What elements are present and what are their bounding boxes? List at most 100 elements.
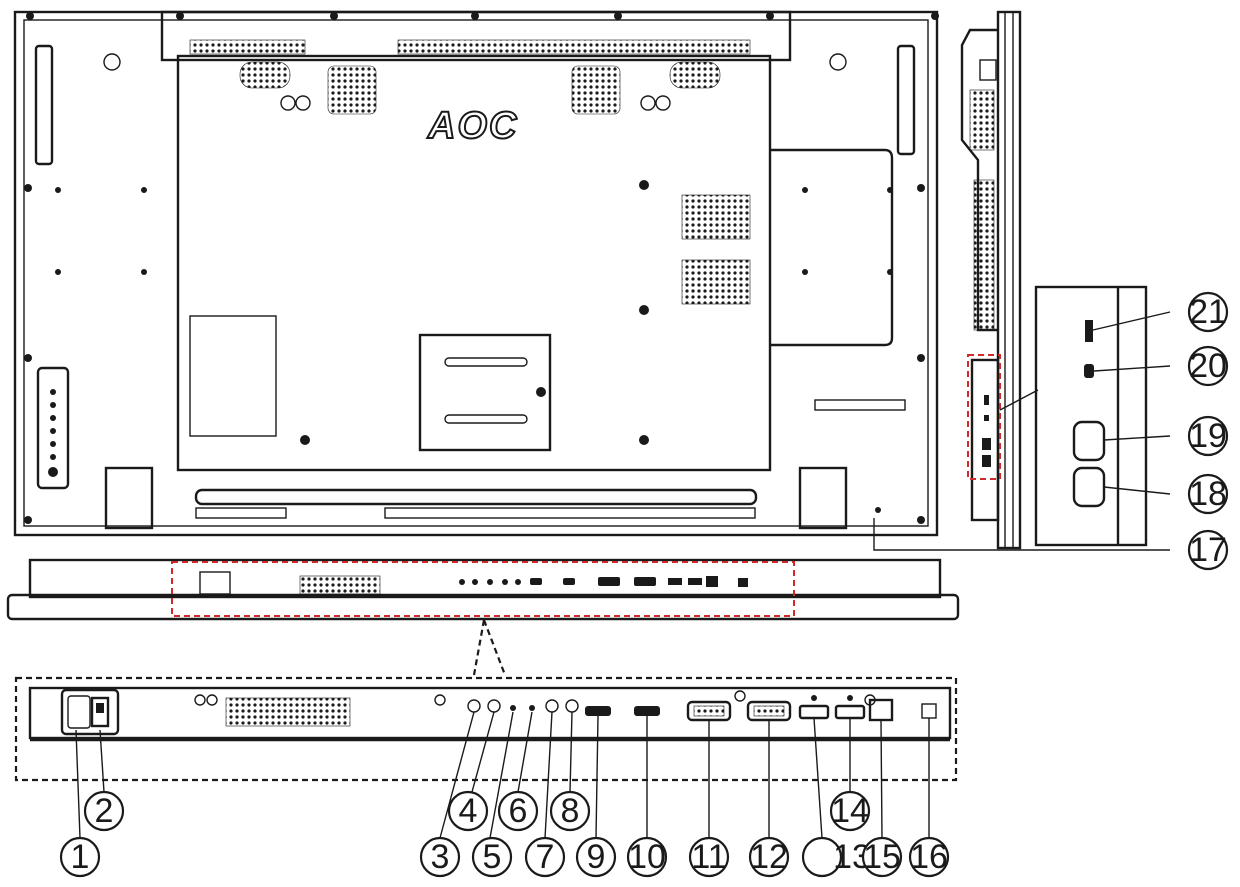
callout-11-label: 11 xyxy=(691,838,726,876)
side-latch xyxy=(979,59,997,81)
callout-3: 3 xyxy=(419,836,461,878)
side-io-highlight xyxy=(967,354,1001,480)
callout-7: 7 xyxy=(524,836,566,878)
callout-10: 10 xyxy=(626,836,668,878)
bottom-power-inlet xyxy=(199,571,231,595)
rear-inner-frame xyxy=(23,19,929,527)
dvi-pins xyxy=(693,705,725,717)
side-vent xyxy=(973,179,995,331)
side-io-ports-small xyxy=(982,395,991,467)
label-plate-left xyxy=(189,315,277,437)
edge-screws xyxy=(24,184,925,524)
brand-logo: AOC xyxy=(427,105,518,147)
dp-in-led xyxy=(811,695,817,701)
callout-11: 11 xyxy=(688,836,730,878)
callout-16: 16 xyxy=(908,836,950,878)
callout-5: 5 xyxy=(471,836,513,878)
callout-6: 6 xyxy=(497,790,539,832)
callout-14-label: 14 xyxy=(831,792,869,830)
callout-2: 2 xyxy=(83,790,125,832)
side-bezel-inner xyxy=(1004,11,1014,549)
callout-2-label: 2 xyxy=(95,792,114,830)
side-profile xyxy=(960,10,1148,550)
io-panel-highlight xyxy=(171,561,795,617)
leader-lines xyxy=(75,311,1171,839)
left-mount-hole xyxy=(103,53,121,71)
side-bezel xyxy=(996,10,1022,550)
callout-7-label: 7 xyxy=(536,838,555,876)
vent-grille-2 xyxy=(681,259,751,305)
top-vent-left xyxy=(189,39,306,55)
bottom-rail-3 xyxy=(195,507,287,519)
handle-bracket xyxy=(770,148,894,347)
top-screws xyxy=(26,12,939,20)
power-switch-rocker xyxy=(96,703,104,713)
io-zoom-frame xyxy=(14,676,958,782)
callout-6-label: 6 xyxy=(509,792,528,830)
keypad-buttons xyxy=(48,389,58,477)
callout-12: 12 xyxy=(748,836,790,878)
bottom-view xyxy=(6,558,960,676)
callout-16-label: 16 xyxy=(910,838,948,876)
callout-8-label: 8 xyxy=(561,792,580,830)
callout-9: 9 xyxy=(575,836,617,878)
vesa-slot-2 xyxy=(444,414,528,424)
callout-17: 17 xyxy=(1187,529,1229,571)
vent-right-knobs xyxy=(669,61,721,89)
audio-jacks xyxy=(467,699,579,713)
chassis-screws xyxy=(280,95,671,445)
displayport-in xyxy=(798,704,830,720)
side-io-zoom xyxy=(1034,285,1148,547)
callout-14: 14 xyxy=(829,790,871,832)
right-rail xyxy=(814,399,906,411)
hdmi-port-1 xyxy=(585,706,611,716)
displayport-out xyxy=(834,704,866,720)
callout-15-label: 15 xyxy=(863,838,901,876)
callout-10-label: 10 xyxy=(628,838,666,876)
port-usb-a-top xyxy=(1072,420,1106,462)
hdmi-port-2 xyxy=(634,706,660,716)
ac-inlet-socket xyxy=(67,695,91,729)
callout-1: 1 xyxy=(59,836,101,878)
top-vent-right xyxy=(397,39,751,55)
top-rail xyxy=(160,10,792,62)
ac-inlet xyxy=(60,688,120,736)
io-panel-body xyxy=(28,686,952,740)
vesa-plate xyxy=(418,333,552,452)
port-sd-slot xyxy=(1085,320,1093,342)
callout-21-label: 21 xyxy=(1189,293,1227,331)
vesa-slot-1 xyxy=(444,357,528,367)
left-handle xyxy=(34,44,54,166)
callout-1-label: 1 xyxy=(71,838,90,876)
vent-grille-1 xyxy=(681,194,751,240)
zoom-line-1 xyxy=(999,389,1039,411)
speaker-grille-1 xyxy=(327,65,377,115)
bottom-chassis xyxy=(28,558,942,599)
callout-19-label: 19 xyxy=(1189,417,1227,455)
side-io-body xyxy=(970,358,1000,522)
right-mount-hole xyxy=(829,53,847,71)
io-vent xyxy=(225,697,351,727)
bottom-edge xyxy=(6,593,960,621)
foot-left xyxy=(104,466,154,530)
zoom-guide-right xyxy=(482,619,507,676)
callout-4-label: 4 xyxy=(459,792,478,830)
bottom-mini-ports xyxy=(459,576,748,587)
bottom-rail xyxy=(194,488,758,506)
callout-20: 20 xyxy=(1187,345,1229,387)
main-chassis xyxy=(176,54,772,472)
callout-17-label: 17 xyxy=(1189,531,1227,569)
callout-15: 15 xyxy=(861,836,903,878)
dp-out-led xyxy=(847,695,853,701)
callout-21: 21 xyxy=(1187,291,1229,333)
port-usb-a-bottom xyxy=(1072,466,1106,508)
foot-right xyxy=(798,466,848,530)
bottom-vent xyxy=(299,575,381,595)
io-panel-screws xyxy=(194,690,876,706)
callout-4: 4 xyxy=(447,790,489,832)
right-handle xyxy=(896,44,916,156)
io-panel-zoom xyxy=(14,676,958,782)
rear-outer-frame xyxy=(13,10,939,537)
side-vent-upper xyxy=(969,89,995,151)
